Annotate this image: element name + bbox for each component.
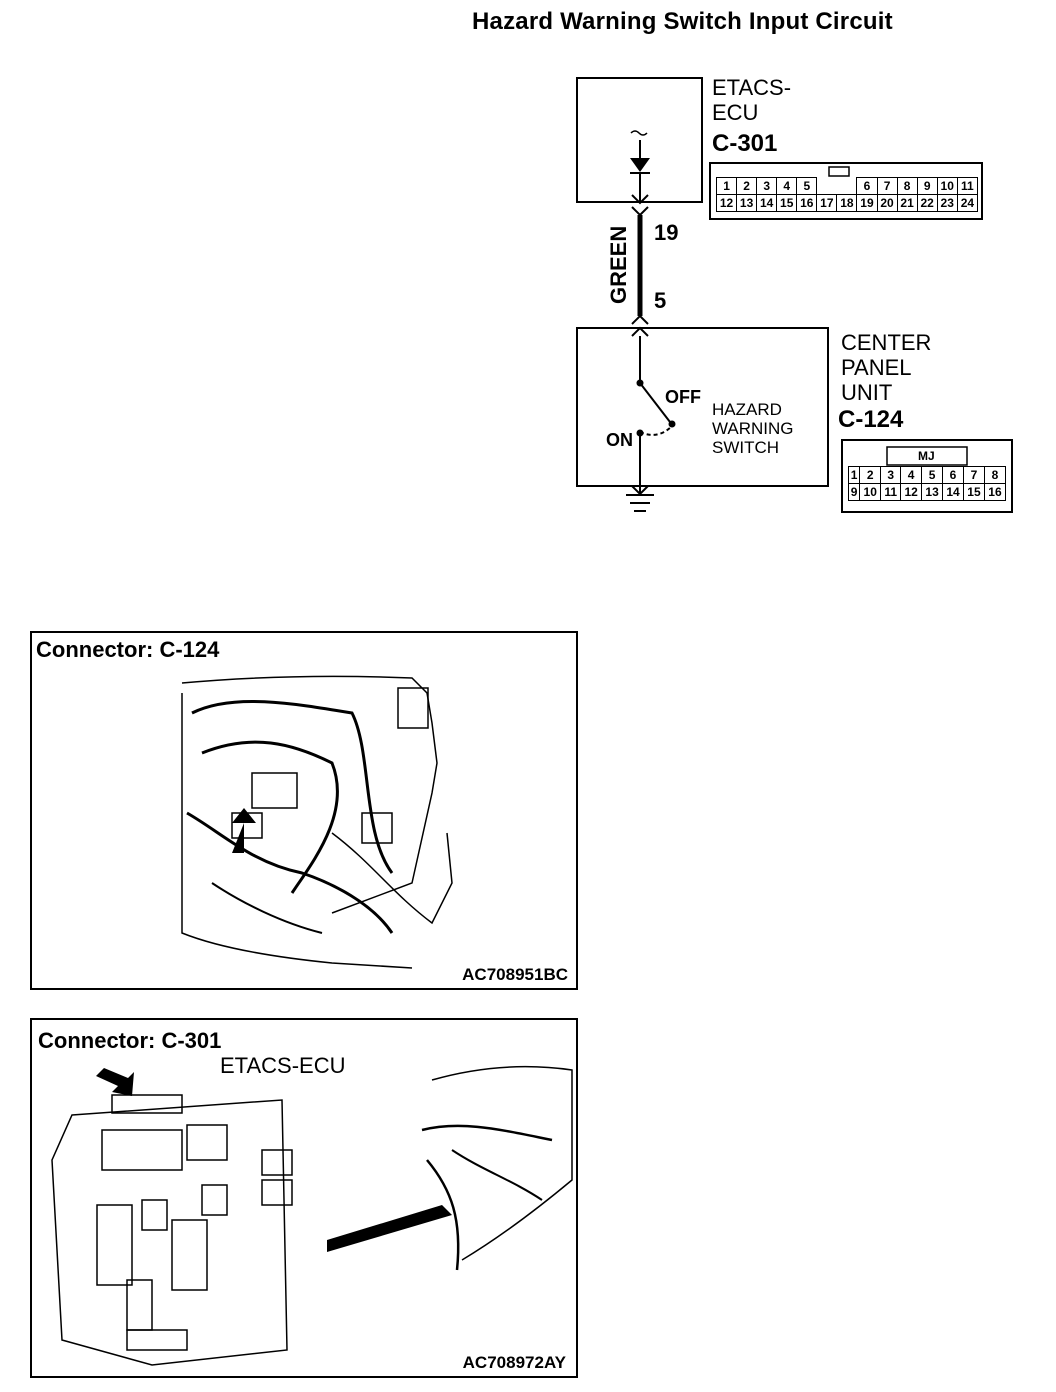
connector-pin-8: 8 [896,177,918,195]
connector-chevron-5b [631,326,649,337]
connector-pin-7: 7 [963,466,985,484]
connector-pin-23: 23 [936,194,958,212]
switch-label-line2: WARNING [712,419,794,438]
switch-label-line1: HAZARD [712,400,782,419]
ecu-name-line2: ECU [712,100,759,125]
connector-chevron-5a [631,314,649,325]
connector-pin-12: 12 [900,483,923,501]
connector-pin-14: 14 [942,483,964,501]
connector-pin-15: 15 [776,194,798,212]
connector-pin-3: 3 [880,466,902,484]
connector-pin-14: 14 [756,194,778,212]
connector-pin-2: 2 [859,466,882,484]
center-panel-name-line1: CENTER [841,330,932,355]
connector-pin-17: 17 [816,194,838,212]
switch-dashed-path [639,425,673,436]
center-panel-connector-id: C-124 [838,406,904,433]
ecu-connector-key [828,166,850,177]
connector-pin-20: 20 [876,194,898,212]
center-panel-name-line3: UNIT [841,380,893,405]
connector-pin-13: 13 [736,194,758,212]
connector-chevron-19b [631,206,649,217]
panel-subtitle-c301: ETACS-ECU [220,1053,346,1078]
switch-on-label: ON [606,430,633,450]
connector-pin-13: 13 [921,483,944,501]
connector-pin-4: 4 [776,177,798,195]
dashboard-wiring-illustration [181,675,453,969]
panel-code-c124: AC708951BC [462,965,568,984]
connector-pin-11: 11 [956,177,979,195]
pin-label-19: 19 [654,220,679,245]
center-panel-box [576,327,829,487]
connector-chevron-19a [631,194,649,205]
pin-label-5: 5 [654,288,667,313]
connector-pin-24: 24 [956,194,979,212]
connector-pin-blank [837,178,857,195]
connector-pin-8: 8 [983,466,1007,484]
connector-pin-10: 10 [859,483,882,501]
connector-pin-9: 9 [916,177,938,195]
ecu-name-line1: ETACS- [712,75,792,100]
panel-code-c301: AC708972AY [462,1353,566,1372]
connector-pin-blank [817,178,837,195]
location-arrow-icon [232,808,256,853]
connector-pin-5: 5 [921,466,944,484]
connector-pin-6: 6 [942,466,964,484]
connector-pin-5: 5 [796,177,818,195]
connector-pin-4: 4 [900,466,923,484]
connector-c301-panel: Connector: C-301 ETACS-ECU AC708972AY [30,1018,578,1378]
connector-pin-2: 2 [736,177,758,195]
diode-icon [630,158,650,172]
connector-pin-10: 10 [936,177,958,195]
connector-pin-1: 1 [715,177,738,195]
etacs-ecu-illustration [51,1065,573,1366]
connector-pin-3: 3 [756,177,778,195]
wire-color-label: GREEN [606,225,631,304]
connector-pin-9: 9 [847,483,861,501]
ecu-internal-symbol [630,130,648,136]
c124-connector-outline [841,439,1013,513]
connector-pin-21: 21 [896,194,918,212]
circuit-schematic [576,77,1013,513]
pointer-arrow-icon [96,1068,134,1096]
diagram-title: Hazard Warning Switch Input Circuit [472,8,893,35]
switch-contact [668,420,676,428]
c301-connector-outline [709,162,983,220]
connector-pin-15: 15 [963,483,985,501]
connector-pin-1: 1 [847,466,861,484]
center-panel-name-line2: PANEL [841,355,912,380]
connector-pin-6: 6 [856,177,878,195]
connector-pin-11: 11 [880,483,902,501]
switch-lever [639,382,671,423]
leader-wedge [327,1205,452,1252]
c124-connector-latch [886,446,968,466]
panel-title-c124: Connector: C-124 [36,637,220,662]
switch-off-label: OFF [665,387,701,407]
connector-pin-16: 16 [983,483,1007,501]
connector-pin-18: 18 [836,194,858,212]
switch-label-line3: SWITCH [712,438,780,457]
c124-connector-tag: MJ [918,449,935,463]
ecu-connector-id: C-301 [712,130,778,157]
connector-pin-16: 16 [796,194,818,212]
connector-c124-panel: Connector: C-124 AC708951BC [30,631,578,990]
connector-pin-7: 7 [876,177,898,195]
panel-title-c301: Connector: C-301 [38,1028,222,1053]
connector-pin-12: 12 [715,194,738,212]
connector-pin-19: 19 [856,194,878,212]
connector-pin-22: 22 [916,194,938,212]
